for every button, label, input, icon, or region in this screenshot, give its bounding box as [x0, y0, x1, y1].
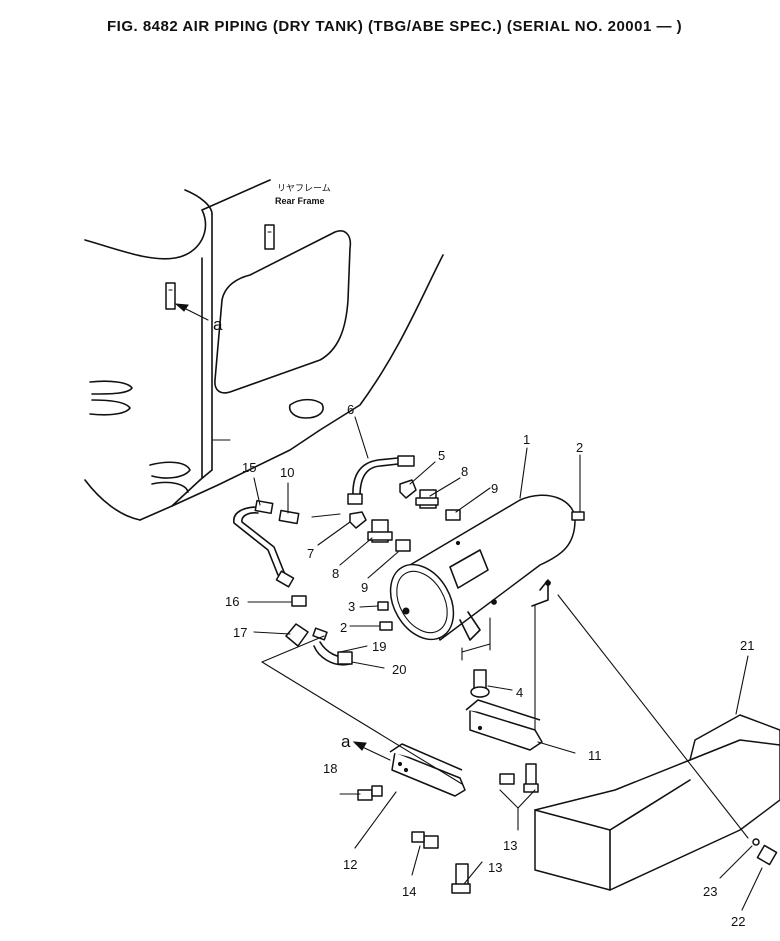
bracket-11 — [465, 699, 543, 751]
callout-numbers: 1 2 2 3 4 5 6 7 8 8 9 9 10 11 12 13 13 1… — [225, 402, 754, 929]
callout-3: 3 — [348, 599, 355, 614]
callout-1: 1 — [523, 432, 530, 447]
callout-20: 20 — [392, 662, 406, 677]
guard-21 — [534, 714, 780, 891]
ref-mark-bracket: a — [341, 732, 351, 751]
frame-label-en: Rear Frame — [275, 196, 325, 206]
fittings — [278, 479, 585, 698]
callout-23: 23 — [703, 884, 717, 899]
bolts — [357, 763, 778, 894]
callout-2b: 2 — [340, 620, 347, 635]
callout-6: 6 — [347, 402, 354, 417]
callout-15: 15 — [242, 460, 256, 475]
callout-17: 17 — [233, 625, 247, 640]
air-tank — [389, 494, 576, 731]
callout-18: 18 — [323, 761, 337, 776]
callout-9b: 9 — [361, 580, 368, 595]
callout-9: 9 — [491, 481, 498, 496]
callout-8: 8 — [461, 464, 468, 479]
callout-14: 14 — [402, 884, 416, 899]
air-pipe-6 — [347, 455, 415, 505]
callout-7: 7 — [307, 546, 314, 561]
ref-mark-frame: a — [213, 315, 223, 334]
callout-11: 11 — [588, 748, 602, 763]
callout-13: 13 — [503, 838, 517, 853]
callout-2: 2 — [576, 440, 583, 455]
callout-22: 22 — [731, 914, 745, 929]
rear-frame — [84, 179, 444, 521]
callout-10: 10 — [280, 465, 294, 480]
bracket-12 — [389, 743, 466, 797]
callout-21: 21 — [740, 638, 754, 653]
callout-4: 4 — [516, 685, 523, 700]
callout-12: 12 — [343, 857, 357, 872]
figure-title: FIG. 8482 AIR PIPING (DRY TANK) (TBG/ABE… — [107, 18, 683, 35]
callout-5: 5 — [438, 448, 445, 463]
callout-8b: 8 — [332, 566, 339, 581]
callout-19: 19 — [372, 639, 386, 654]
frame-label-jp: リヤフレーム — [277, 183, 331, 193]
leader-lines — [247, 416, 763, 911]
callout-13b: 13 — [488, 860, 502, 875]
callout-16: 16 — [225, 594, 239, 609]
